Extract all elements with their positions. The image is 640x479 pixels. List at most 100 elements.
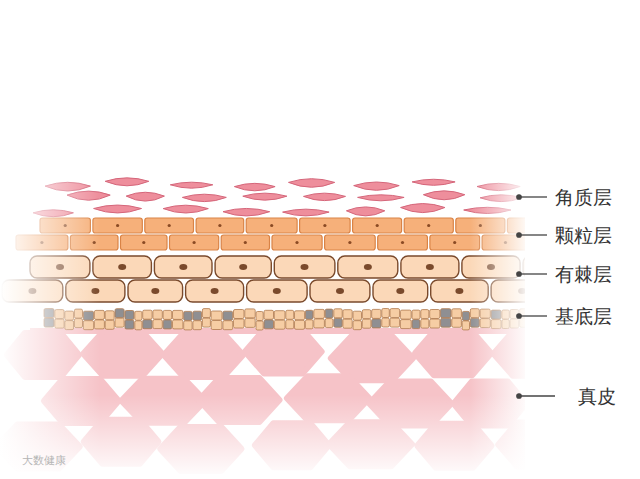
basal-cell [202, 318, 210, 327]
corneum-cell [243, 193, 287, 200]
granular-cell [353, 218, 402, 233]
basal-cell [343, 319, 352, 328]
basal-cell [135, 321, 142, 330]
basal-cell [462, 311, 469, 320]
basal-cell [343, 310, 352, 319]
cell-nucleus [193, 241, 196, 244]
basal-cell [202, 309, 210, 318]
basal-cell [125, 311, 134, 320]
dermis-cell [245, 330, 322, 374]
basal-cell [234, 310, 245, 319]
layer-label: 角质层 [555, 188, 612, 207]
leader-line [519, 273, 547, 274]
corneum-cell [223, 208, 270, 216]
cell-nucleus [323, 224, 326, 227]
basal-cell [173, 310, 183, 319]
basal-cell [286, 310, 294, 319]
basal-cell [105, 320, 114, 329]
basal-cell [256, 312, 263, 321]
cell-nucleus [218, 224, 221, 227]
cell-nucleus [364, 264, 372, 270]
corneum-cell [126, 192, 164, 201]
basal-cell [372, 319, 381, 328]
spinous-cell [310, 280, 370, 302]
cell-nucleus [118, 264, 126, 270]
dermis-cell [164, 333, 243, 377]
basal-cell [184, 311, 192, 320]
leader-line [519, 234, 547, 235]
basal-cell [193, 311, 202, 320]
cell-nucleus [348, 241, 351, 244]
basal-cell [325, 309, 333, 318]
watermark: 大数健康 [22, 455, 66, 466]
basal-cell [362, 310, 371, 319]
basal-cell [412, 320, 420, 329]
leader-line [519, 315, 547, 316]
basal-cell [305, 310, 313, 319]
layer-label: 基底层 [555, 307, 612, 326]
cell-nucleus [168, 224, 171, 227]
granular-cell [121, 235, 168, 250]
cell-nucleus [401, 241, 404, 244]
basal-cell [184, 321, 192, 330]
spinous-cell [186, 280, 244, 302]
basal-cell [223, 321, 233, 330]
basal-cell [115, 318, 124, 327]
basal-cell [430, 310, 440, 319]
corneum-cell [304, 193, 346, 200]
basal-cell [441, 318, 451, 327]
granular-cell [246, 218, 297, 233]
corneum-cell [283, 209, 330, 216]
corneum-cell [401, 204, 445, 213]
basal-cell [353, 311, 362, 320]
basal-cell [143, 310, 152, 319]
corneum-cell [163, 205, 208, 213]
cell-nucleus [151, 288, 159, 294]
basal-cell [211, 321, 222, 330]
corneum-cell [234, 183, 275, 190]
basal-cell [353, 321, 362, 330]
basal-cell [274, 311, 285, 320]
leader-lines [517, 195, 555, 398]
corneum-cell [289, 179, 335, 188]
spinous-cell [274, 256, 335, 278]
basal-cell [314, 319, 325, 328]
cell-nucleus [142, 241, 145, 244]
basal-cell [382, 309, 390, 318]
cell-nucleus [270, 224, 273, 227]
corneum-cell [105, 178, 149, 186]
corneum-cell [182, 194, 226, 201]
corneum-cell [423, 191, 464, 200]
basal-cell [173, 320, 183, 329]
basal-cell [264, 310, 274, 319]
basal-cell [462, 321, 469, 330]
cell-nucleus [211, 288, 219, 294]
corneum-cell [94, 205, 142, 213]
basal-cell [256, 321, 263, 330]
basal-cell [125, 320, 134, 329]
basal-cell [314, 309, 325, 318]
leader-line [519, 395, 555, 396]
layer-label: 颗粒层 [555, 226, 612, 245]
basal-cell [372, 309, 381, 318]
spinous-cell [154, 256, 212, 278]
corneum-cell [412, 179, 455, 185]
granular-cell [325, 235, 376, 250]
basal-cell [334, 309, 342, 318]
layer-label: 真皮 [578, 387, 616, 406]
cell-nucleus [396, 288, 404, 294]
granular-cell [93, 218, 142, 233]
cell-nucleus [427, 224, 430, 227]
basal-cell [430, 319, 440, 328]
cell-nucleus [426, 264, 434, 270]
spinous-cell [215, 256, 271, 278]
basal-cell [286, 320, 294, 329]
basal-cell [452, 318, 462, 327]
basal-cell [325, 319, 333, 328]
granular-cell [145, 218, 194, 233]
basal-cell [193, 321, 202, 330]
spinous-cell [128, 280, 183, 302]
basal-cell [421, 310, 429, 319]
basal-cell [400, 310, 411, 319]
